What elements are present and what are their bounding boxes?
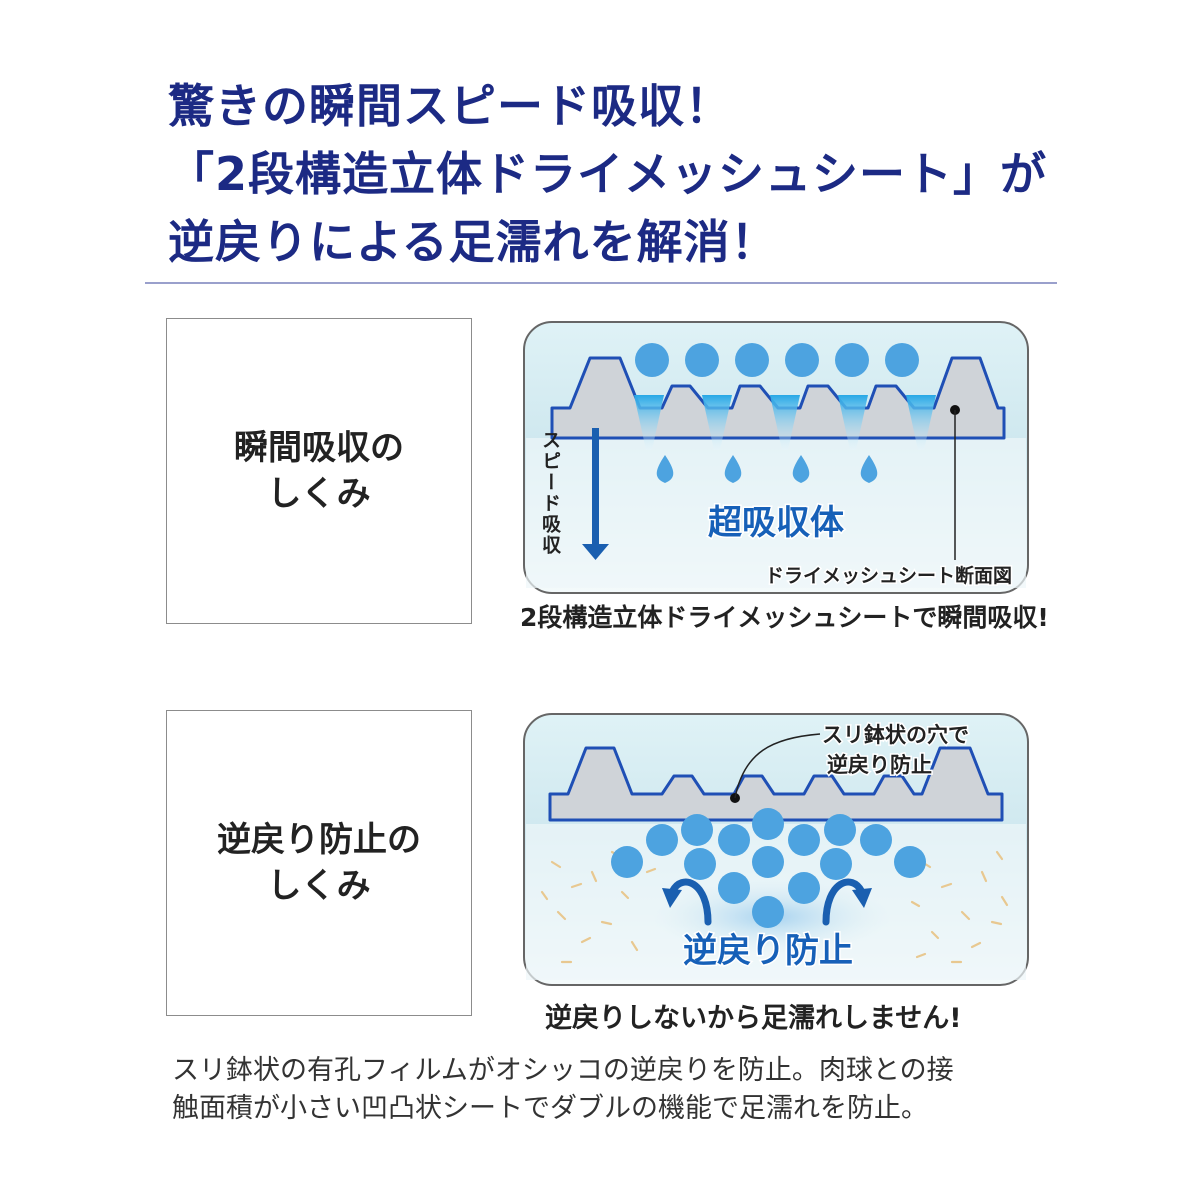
backflow-prevention-box: 逆戻り防止の しくみ — [166, 710, 472, 1016]
cross-section-label: ドライメッシュシート断面図 — [765, 564, 1012, 587]
liquid-ball — [752, 896, 784, 928]
description: スリ鉢状の有孔フィルムがオシッコの逆戻りを防止。肉球との接 触面積が小さい凹凸状… — [172, 1052, 1052, 1128]
headline: 驚きの瞬間スピード吸収！ 「2段構造立体ドライメッシュシート」が 逆戻りによる足… — [168, 72, 1068, 276]
description-line2: 触面積が小さい凹凸状シートでダブルの機能で足濡れを防止。 — [172, 1093, 928, 1124]
liquid-ball — [820, 848, 852, 880]
liquid-ball — [681, 814, 713, 846]
backflow-prevention-title-line2: しくみ — [267, 866, 371, 906]
instant-absorption-title-line2: しくみ — [267, 474, 371, 514]
backflow-prevention-title-line1: 逆戻り防止の — [217, 820, 421, 860]
liquid-ball — [611, 846, 643, 878]
liquid-ball — [646, 824, 678, 856]
mortar-hole-note-line2: 逆戻り防止 — [827, 753, 932, 777]
liquid-drop — [656, 455, 674, 483]
backflow-prevention-caption: 逆戻りしないから足濡れしません! — [545, 1003, 962, 1034]
liquid-ball — [835, 343, 869, 377]
liquid-drops — [656, 455, 878, 483]
backflow-arrows — [668, 878, 866, 926]
liquid-ball — [684, 848, 716, 880]
arrowhead-left — [662, 888, 682, 908]
instant-absorption-caption: 2段構造立体ドライメッシュシートで瞬間吸収! — [520, 603, 1049, 632]
arrowhead-right — [852, 888, 872, 908]
backflow-prevention-label: 逆戻り防止 — [683, 931, 853, 971]
speed-arrow — [582, 428, 609, 560]
liquid-ball — [635, 343, 669, 377]
headline-line-2: 「2段構造立体ドライメッシュシート」が — [168, 147, 1048, 201]
liquid-drop — [792, 455, 810, 483]
absorber-layer — [526, 438, 1026, 588]
instant-absorption-title: 瞬間吸収の しくみ — [234, 425, 404, 517]
backflow-prevention-diagram: スリ鉢状の穴で 逆戻り防止 逆戻り防止 — [523, 713, 1029, 986]
liquid-ball — [885, 343, 919, 377]
liquid-ball — [894, 846, 926, 878]
headline-line-3: 逆戻りによる足濡れを解消！ — [168, 215, 778, 269]
liquid-ball — [788, 872, 820, 904]
liquid-ball — [788, 824, 820, 856]
super-absorber-label: 超吸収体 — [708, 503, 844, 543]
liquid-ball — [685, 343, 719, 377]
mesh-sheet — [548, 746, 1004, 822]
liquid-ball — [860, 824, 892, 856]
liquid-ball — [785, 343, 819, 377]
mesh-sheet — [550, 356, 1006, 440]
dry-mesh-cross-section-diagram: スピード吸収 超吸収体 ドライメッシュシート断面図 — [523, 321, 1029, 594]
backflow-arrow-right — [822, 878, 866, 926]
instant-absorption-box: 瞬間吸収の しくみ — [166, 318, 472, 624]
liquid-balls — [611, 808, 926, 928]
liquid-drop — [724, 455, 742, 483]
speed-absorption-label: スピード吸収 — [539, 430, 561, 556]
liquid-ball — [718, 824, 750, 856]
divider — [145, 282, 1057, 284]
absorber-fibers — [540, 850, 1009, 964]
headline-line-1: 驚きの瞬間スピード吸収！ — [168, 79, 732, 133]
description-line1: スリ鉢状の有孔フィルムがオシッコの逆戻りを防止。肉球との接 — [172, 1055, 954, 1086]
liquid-ball — [718, 872, 750, 904]
instant-absorption-title-line1: 瞬間吸収の — [234, 428, 404, 468]
absorption-cones — [634, 395, 936, 450]
liquid-balls — [635, 343, 919, 377]
liquid-ball — [824, 814, 856, 846]
mortar-hole-note-line1: スリ鉢状の穴で — [822, 723, 969, 747]
backflow-arrow-left — [668, 878, 712, 926]
liquid-drop — [860, 455, 878, 483]
liquid-ball — [735, 343, 769, 377]
pointer-line — [734, 733, 821, 799]
backflow-prevention-title: 逆戻り防止の しくみ — [217, 817, 421, 909]
liquid-ball — [752, 808, 784, 840]
liquid-ball — [752, 846, 784, 878]
